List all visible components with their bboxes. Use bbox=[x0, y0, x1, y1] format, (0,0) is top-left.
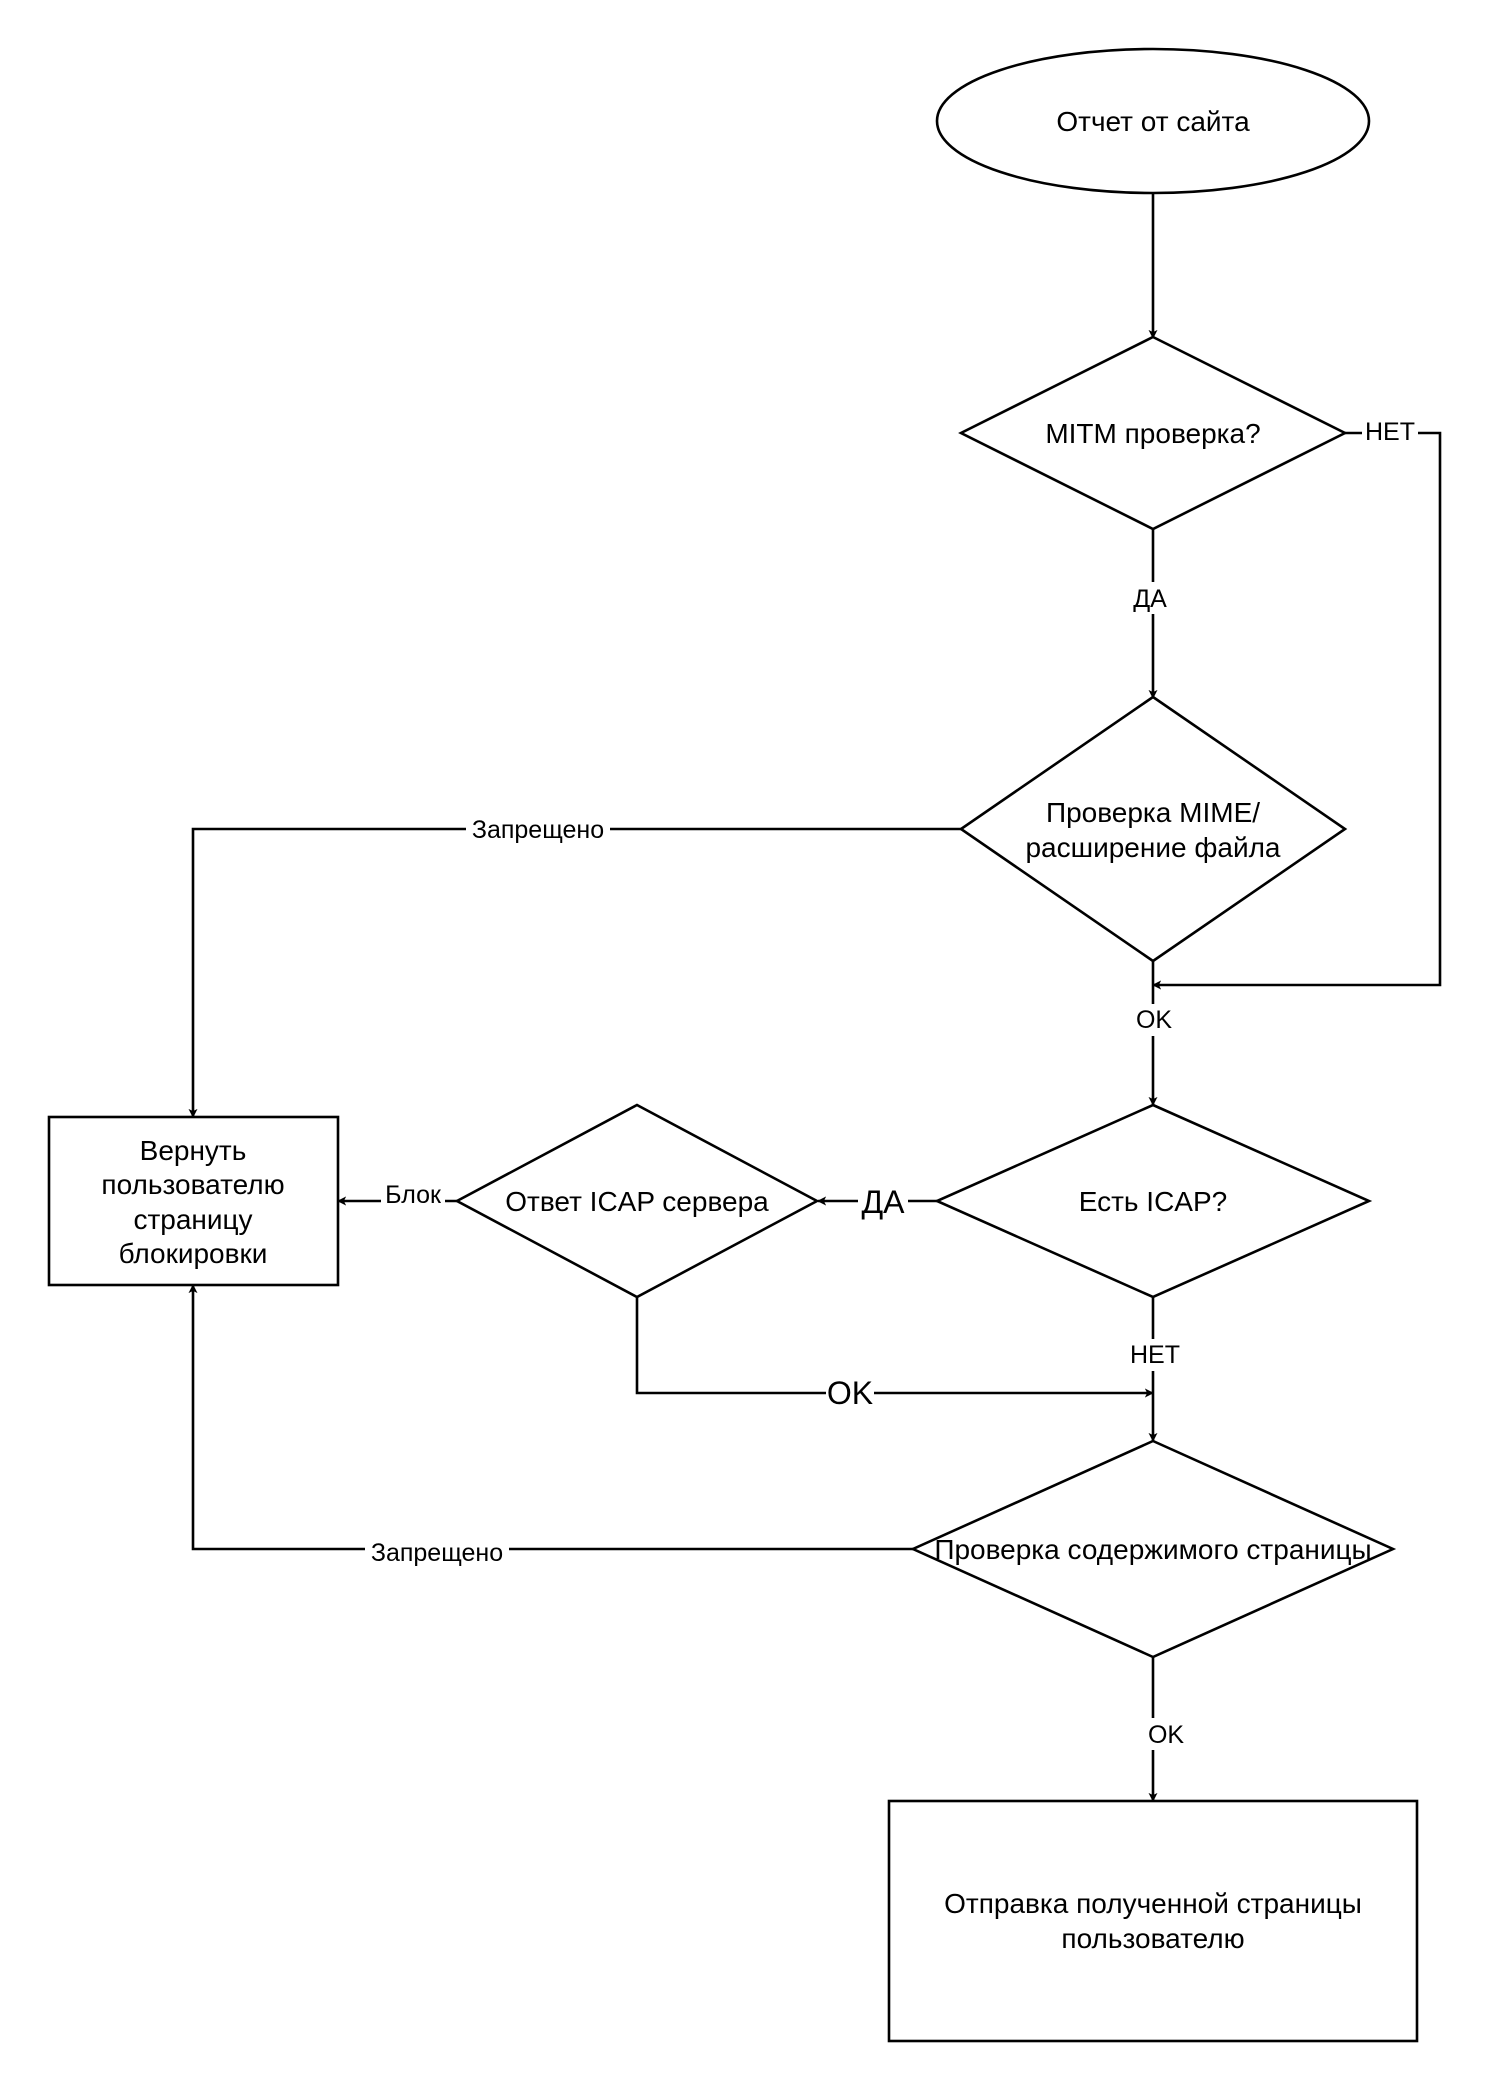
send-page-label-line1: Отправка полученной страницы bbox=[944, 1888, 1362, 1919]
start-label: Отчет от сайта bbox=[1056, 106, 1250, 137]
block-page-label-line1: Вернуть bbox=[140, 1135, 247, 1166]
icap-response-label: Ответ ICAP сервера bbox=[505, 1186, 769, 1217]
has-icap-node: Есть ICAP? bbox=[933, 1103, 1373, 1299]
edge-label-icap-block: Блок bbox=[381, 1179, 445, 1211]
edge-label-content-forbidden: Запрещено bbox=[365, 1536, 509, 1568]
svg-text:Блок: Блок bbox=[385, 1181, 442, 1209]
edge-label-icap-no: НЕТ bbox=[1127, 1339, 1183, 1371]
svg-text:OK: OK bbox=[827, 1375, 873, 1411]
has-icap-label: Есть ICAP? bbox=[1079, 1186, 1227, 1217]
svg-text:Запрещено: Запрещено bbox=[371, 1539, 503, 1567]
edge-label-icap-ok: OK bbox=[826, 1374, 874, 1412]
mitm-check-label: MITM проверка? bbox=[1045, 418, 1260, 449]
send-page-label-line2: пользователю bbox=[1061, 1923, 1244, 1954]
svg-text:OK: OK bbox=[1148, 1721, 1184, 1749]
edge-label-content-ok: OK bbox=[1145, 1718, 1185, 1750]
svg-text:НЕТ: НЕТ bbox=[1365, 418, 1415, 446]
icap-response-node: Ответ ICAP сервера bbox=[454, 1103, 820, 1299]
send-page-node: Отправка полученной страницы пользовател… bbox=[887, 1799, 1419, 2043]
block-page-label-line4: блокировки bbox=[119, 1238, 268, 1269]
mime-check-label-line2: расширение файла bbox=[1025, 832, 1280, 863]
content-check-node: Проверка содержимого страницы bbox=[909, 1439, 1397, 1659]
edge-label-mitm-yes: ДА bbox=[1129, 582, 1175, 614]
svg-text:OK: OK bbox=[1136, 1006, 1172, 1034]
block-page-label-line2: пользователю bbox=[101, 1169, 284, 1200]
svg-text:НЕТ: НЕТ bbox=[1130, 1341, 1180, 1369]
mime-check-label-line1: Проверка MIME/ bbox=[1046, 797, 1260, 828]
start-node: Отчет от сайта bbox=[935, 47, 1371, 195]
edge-content-check-to-block bbox=[188, 1284, 913, 1551]
edge-label-icap-yes: ДА bbox=[858, 1182, 908, 1220]
mitm-check-node: MITM проверка? bbox=[958, 335, 1348, 531]
edge-label-mime-forbidden: Запрещено bbox=[466, 813, 610, 845]
edge-mime-to-block bbox=[188, 827, 961, 1118]
content-check-label: Проверка содержимого страницы bbox=[934, 1534, 1371, 1565]
block-page-label-line3: страницу bbox=[133, 1204, 252, 1235]
svg-text:Запрещено: Запрещено bbox=[472, 816, 604, 844]
edge-icap-response-ok bbox=[635, 1297, 1154, 1398]
mime-check-node: Проверка MIME/ расширение файла bbox=[958, 695, 1348, 963]
svg-text:ДА: ДА bbox=[1133, 585, 1167, 613]
block-page-node: Вернуть пользователю страницу блокировки bbox=[47, 1115, 340, 1287]
edge-label-mitm-no: НЕТ bbox=[1362, 416, 1418, 448]
svg-text:ДА: ДА bbox=[861, 1184, 905, 1220]
edge-label-mime-ok: OK bbox=[1134, 1004, 1174, 1036]
